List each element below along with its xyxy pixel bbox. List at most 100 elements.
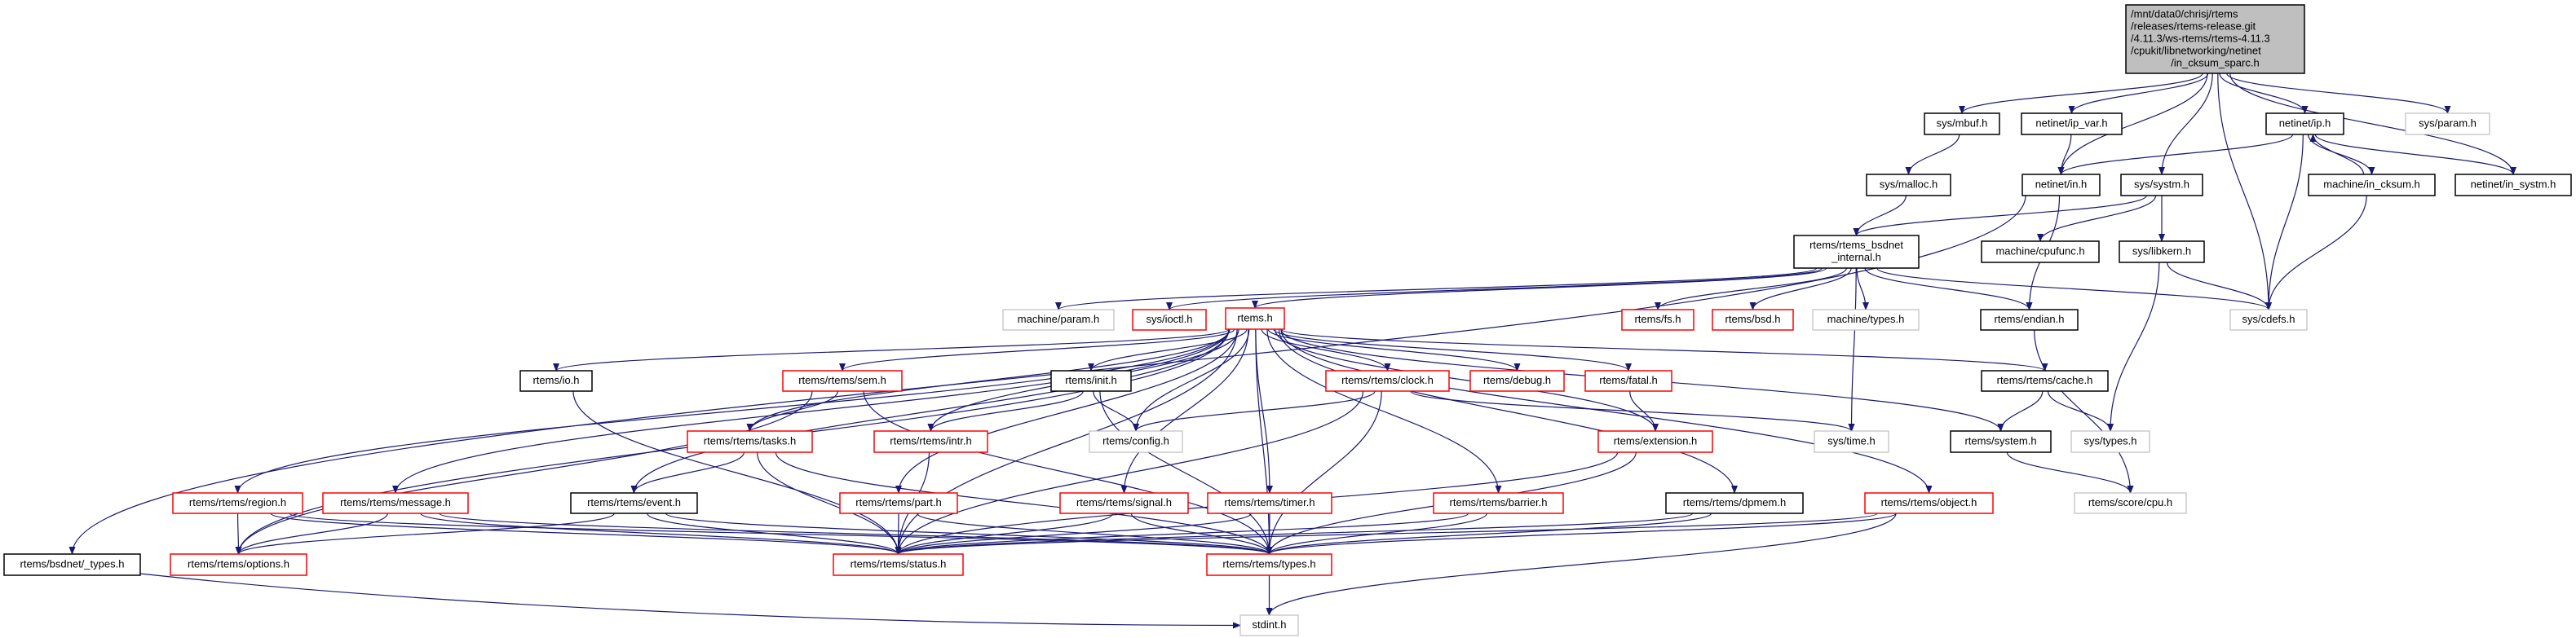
node-label: rtems/debug.h [1483,374,1551,386]
node-label: /mnt/data0/chrisj/rtems [2131,8,2238,20]
edge-bsdint-to-systime [1848,267,1857,432]
node-bsdtypes[interactable]: rtems/bsdnet/_types.h [3,553,141,576]
edge-clock-to-types [1266,390,1382,555]
node-message[interactable]: rtems/rtems/message.h [322,492,469,514]
node-timer[interactable]: rtems/rtems/timer.h [1207,492,1332,514]
edge-rtems-to-sem [839,328,1235,372]
node-in[interactable]: netinet/in.h [2021,174,2101,196]
edge-tasks-to-status [757,451,902,555]
node-insystm[interactable]: netinet/in_systm.h [2454,174,2572,196]
edge-clock-to-config [1133,390,1376,432]
node-dpmem[interactable]: rtems/rtems/dpmem.h [1665,492,1804,514]
edge-rtems-to-cache [1280,328,2048,372]
edge-region-to-types [289,513,1273,555]
node-systm[interactable]: sys/systm.h [2120,174,2203,196]
node-label: rtems/rtems/cache.h [1997,374,2093,386]
node-tasks[interactable]: rtems/rtems/tasks.h [687,430,813,453]
node-bsd[interactable]: rtems/bsd.h [1712,309,1794,331]
node-box [1814,430,1889,453]
node-systypes: sys/types.h [2070,430,2150,453]
node-label: machine/types.h [1827,313,1905,325]
edge-bsdint-to-rtems [1252,267,1827,309]
edge-cache-to-system [1997,390,2044,432]
edge-dpmem-to-types [1266,513,1712,555]
node-options[interactable]: rtems/rtems/options.h [170,553,307,576]
node-malloc[interactable]: sys/malloc.h [1866,174,1951,196]
node-box [1132,309,1207,331]
edge-main-to-mbuf [1959,73,2203,114]
node-ipvar[interactable]: netinet/ip_var.h [2021,112,2123,135]
edge-tasks-to-types [775,451,1273,555]
node-init[interactable]: rtems/init.h [1050,370,1132,392]
edge-timer-to-status [895,513,1252,555]
node-box [2120,174,2203,196]
node-object[interactable]: rtems/rtems/object.h [1864,492,1994,514]
node-ioctl[interactable]: sys/ioctl.h [1132,309,1207,331]
edge-rtems-to-signal [1120,328,1249,494]
node-box [687,430,813,453]
node-box [2021,112,2123,135]
node-sem[interactable]: rtems/rtems/sem.h [782,370,903,392]
node-extension[interactable]: rtems/extension.h [1597,430,1713,453]
node-label: sys/mbuf.h [1937,117,1988,130]
edge-system-to-scorecpu [2006,451,2134,494]
node-rtems[interactable]: rtems.h [1225,307,1285,330]
node-box [1050,370,1132,392]
node-label: rtems/rtems/dpmem.h [1683,496,1786,508]
node-mbuf[interactable]: sys/mbuf.h [1924,112,2000,135]
edge-fatal-to-extension [1629,390,1659,432]
node-types[interactable]: rtems/rtems/types.h [1206,553,1332,576]
node-incksum[interactable]: machine/in_cksum.h [2308,174,2436,196]
node-system[interactable]: rtems/system.h [1950,430,2052,453]
edge-cache-to-systypes [2047,390,2114,432]
node-fatal[interactable]: rtems/fatal.h [1584,370,1672,392]
edge-systm-to-cpufunc [2037,195,2157,242]
edge-main-to-systm [2158,73,2213,175]
node-cpufunc[interactable]: machine/cpufunc.h [1981,240,2100,263]
node-debug[interactable]: rtems/debug.h [1469,370,1565,392]
edge-main-to-ip [2219,73,2309,114]
edge-rtems-to-init [1088,328,1248,372]
node-box [322,492,469,514]
node-label: rtems/endian.h [1995,313,2065,325]
node-label: sys/cdefs.h [2242,313,2295,325]
node-box [1864,492,1994,514]
node-box [833,553,964,576]
node-label: machine/in_cksum.h [2323,178,2420,191]
node-fs[interactable]: rtems/fs.h [1621,309,1695,331]
node-box [2125,4,2305,74]
node-status[interactable]: rtems/rtems/status.h [833,553,964,576]
node-bsdint[interactable]: rtems/rtems_bsdnet_internal.h [1793,235,1920,269]
node-label: /in_cksum_sparc.h [2171,57,2259,69]
node-box [1207,492,1332,514]
node-ip[interactable]: netinet/ip.h [2265,112,2344,135]
node-io[interactable]: rtems/io.h [519,370,593,392]
node-event[interactable]: rtems/rtems/event.h [570,492,698,514]
node-part[interactable]: rtems/rtems/part.h [839,492,958,514]
node-label: netinet/in.h [2035,178,2088,191]
node-label: rtems/rtems/clock.h [1341,374,1434,386]
node-intr[interactable]: rtems/rtems/intr.h [873,430,988,453]
node-box [1812,309,1920,331]
node-label: sys/types.h [2083,435,2136,447]
node-label: sys/ioctl.h [1146,313,1192,325]
node-box [2454,174,2572,196]
node-label: sys/malloc.h [1880,178,1938,191]
edge-sem-to-types [863,390,1273,555]
node-main[interactable]: /mnt/data0/chrisj/rtems/releases/rtems-r… [2125,4,2305,74]
node-clock[interactable]: rtems/rtems/clock.h [1325,370,1450,392]
node-param: sys/param.h [2405,112,2490,135]
node-label: rtems/rtems/message.h [340,496,451,508]
node-cache[interactable]: rtems/rtems/cache.h [1981,370,2109,392]
edge-bsdint-to-fs [1655,267,1847,310]
node-barrier[interactable]: rtems/rtems/barrier.h [1433,492,1564,514]
node-box [2074,492,2187,514]
node-signal[interactable]: rtems/rtems/signal.h [1059,492,1189,514]
edge-init-to-config [1093,390,1139,432]
node-libkern[interactable]: sys/libkern.h [2119,240,2205,263]
node-endian[interactable]: rtems/endian.h [1980,309,2079,331]
node-box [1225,307,1285,330]
edge-io-to-status [572,390,902,555]
node-region[interactable]: rtems/rtems/region.h [172,492,303,514]
edge-bsdint-to-mtypes [1856,267,1869,310]
